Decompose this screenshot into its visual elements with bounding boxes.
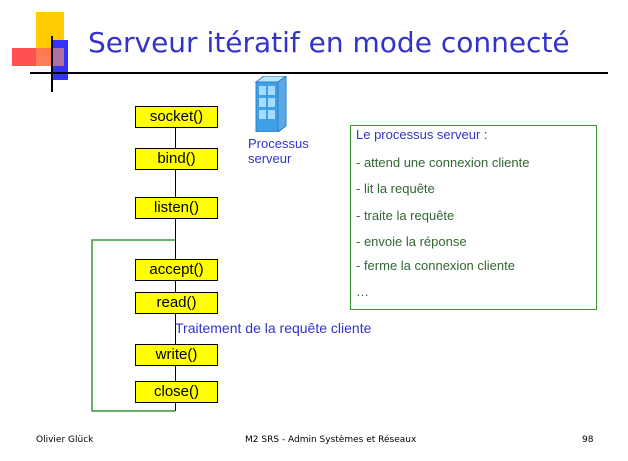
info-item: - ferme la connexion cliente <box>356 258 515 273</box>
server-tower-icon <box>254 76 287 132</box>
info-item: - envoie la réponse <box>356 234 467 249</box>
connector-line <box>175 281 176 292</box>
server-label-line2: serveur <box>248 151 292 166</box>
info-item: - lit la requête <box>356 181 435 196</box>
listen-box: listen() <box>135 197 218 219</box>
slide-logo-icon <box>12 12 90 92</box>
close-box: close() <box>135 381 218 403</box>
info-box <box>350 125 597 310</box>
connector-line <box>175 403 176 411</box>
bind-box: bind() <box>135 148 218 170</box>
info-item: - traite la requête <box>356 208 455 223</box>
title-underline <box>36 72 608 74</box>
write-box: write() <box>135 344 218 366</box>
footer-course: M2 SRS - Admin Systèmes et Réseaux <box>245 435 417 445</box>
footer-page-number: 98 <box>582 435 594 445</box>
footer-author: Olivier Glück <box>36 435 94 445</box>
info-item: … <box>356 284 369 299</box>
server-label-line1: Processus <box>248 136 309 151</box>
info-title: Le processus serveur : <box>356 127 488 142</box>
info-item: - attend une connexion cliente <box>356 155 530 170</box>
accept-box: accept() <box>135 259 218 281</box>
connector-line <box>175 314 176 344</box>
read-box: read() <box>135 292 218 314</box>
connector-line <box>175 170 176 197</box>
server-label: Processus serveur <box>248 136 309 166</box>
connector-line <box>175 366 176 381</box>
socket-box: socket() <box>135 106 218 128</box>
connector-line <box>175 219 176 259</box>
treatment-label: Traitement de la requête cliente <box>175 320 372 336</box>
connector-line <box>175 128 176 148</box>
page-title: Serveur itératif en mode connecté <box>88 26 570 59</box>
